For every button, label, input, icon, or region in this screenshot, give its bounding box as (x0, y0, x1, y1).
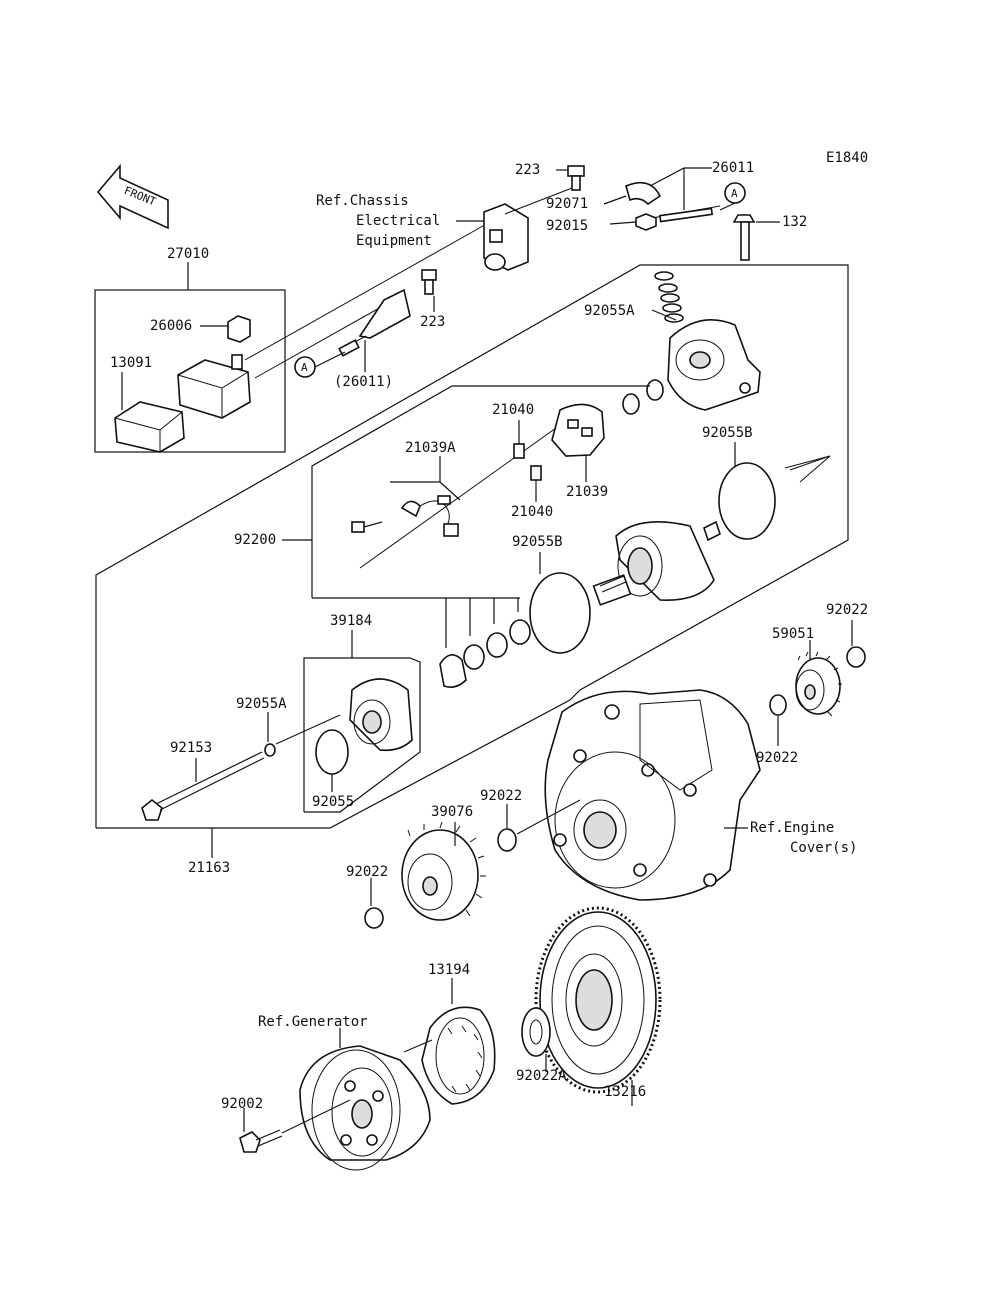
label-92055A-mid: 92055A (236, 696, 287, 712)
label-132: 132 (782, 214, 807, 230)
ref-engine-line1: Ref.Engine (750, 820, 834, 836)
starter-end-cover-part (667, 318, 761, 411)
label-21040-upper: 21040 (492, 402, 534, 418)
bolt-223-top-part (567, 165, 585, 191)
ref-chassis-line2: Electrical (356, 213, 440, 229)
spring-lower-part (530, 465, 542, 481)
one-way-clutch-part (421, 1006, 496, 1105)
starter-cable-upper-part (625, 181, 721, 223)
starter-cable-lower-part (338, 288, 411, 357)
washer-92022-center (497, 828, 517, 852)
o-ring-92055A-small (264, 743, 276, 757)
label-26011-lower: (26011) (334, 374, 393, 390)
label-223-mid: 223 (420, 314, 445, 330)
bolt-132-part (732, 214, 756, 261)
label-21163: 21163 (188, 860, 230, 876)
brush-lead-part (400, 495, 459, 537)
starter-assembly-frame (95, 264, 849, 829)
washer-92022-right (846, 646, 866, 668)
label-92022-left: 92022 (346, 864, 388, 880)
label-39076: 39076 (431, 804, 473, 820)
thrust-washers-part (439, 619, 531, 688)
label-26006: 26006 (150, 318, 192, 334)
label-13194: 13194 (428, 962, 470, 978)
o-ring-92055B-upper (718, 462, 776, 540)
relay-fuse-part (227, 315, 251, 343)
label-13216: 13216 (604, 1084, 646, 1100)
engine-cover-part (544, 689, 761, 901)
label-13091: 13091 (110, 355, 152, 371)
starter-clutch-gear-part (534, 906, 662, 1094)
starter-yoke-part (615, 520, 721, 601)
callout-a-upper-text: A (731, 187, 738, 200)
brush-holder-part (551, 403, 605, 457)
front-arrow-icon: FRONT (96, 163, 169, 230)
label-92055B-upper: 92055B (702, 425, 753, 441)
label-92022-center: 92022 (480, 788, 522, 804)
washer-stack-top-part (654, 271, 684, 323)
label-39184: 39184 (330, 613, 372, 629)
nut-92015-part (635, 213, 657, 231)
label-21039A: 21039A (405, 440, 456, 456)
o-ring-92055B-lower (529, 572, 591, 654)
label-21040-lower: 21040 (511, 504, 553, 520)
bolt-223-mid-part (421, 269, 437, 295)
label-92055: 92055 (312, 794, 354, 810)
o-ring-92055 (315, 729, 349, 775)
diagram-code: E1840 (826, 150, 868, 166)
washer-92022-left (364, 907, 384, 929)
ref-chassis-line3: Equipment (356, 233, 432, 249)
label-92071: 92071 (546, 196, 588, 212)
label-92200: 92200 (234, 532, 276, 548)
label-223-top: 223 (515, 162, 540, 178)
label-92153: 92153 (170, 740, 212, 756)
front-cover-part (349, 678, 413, 752)
ref-generator: Ref.Generator (258, 1014, 368, 1030)
label-92002: 92002 (221, 1096, 263, 1112)
label-92055A-top: 92055A (584, 303, 635, 319)
label-92022-mid: 92022 (756, 750, 798, 766)
label-92022A: 92022A (516, 1068, 567, 1084)
idle-gear-39076-part (401, 821, 486, 921)
label-92055B-lower: 92055B (512, 534, 563, 550)
relay-cover-part (114, 401, 185, 453)
brush-group-frame (311, 385, 650, 598)
pinion-shaft-part (592, 574, 632, 606)
ref-engine-line2: Cover(s) (790, 840, 857, 856)
spring-upper-part (513, 443, 525, 459)
chassis-bracket-part (483, 203, 529, 271)
callout-a-lower-text: A (301, 361, 308, 374)
washer-92022-mid (769, 694, 787, 716)
label-26011-upper: 26011 (712, 160, 754, 176)
washer-b-part (622, 393, 640, 415)
generator-rotor-part (299, 1045, 431, 1171)
idle-gear-59051-part (795, 651, 842, 717)
brush-screw-part (351, 521, 383, 533)
label-27010: 27010 (167, 246, 209, 262)
label-92022-right: 92022 (826, 602, 868, 618)
through-bolt-part (141, 751, 265, 821)
label-92015: 92015 (546, 218, 588, 234)
washer-92022A (521, 1007, 551, 1057)
relay-group-frame (94, 289, 286, 453)
washer-a-part (646, 379, 664, 401)
ref-chassis-line1: Ref.Chassis (316, 193, 409, 209)
bolt-92002-part (239, 1129, 283, 1153)
starter-relay-part (177, 354, 251, 419)
front-cover-frame (303, 657, 421, 813)
label-59051: 59051 (772, 626, 814, 642)
label-21039: 21039 (566, 484, 608, 500)
